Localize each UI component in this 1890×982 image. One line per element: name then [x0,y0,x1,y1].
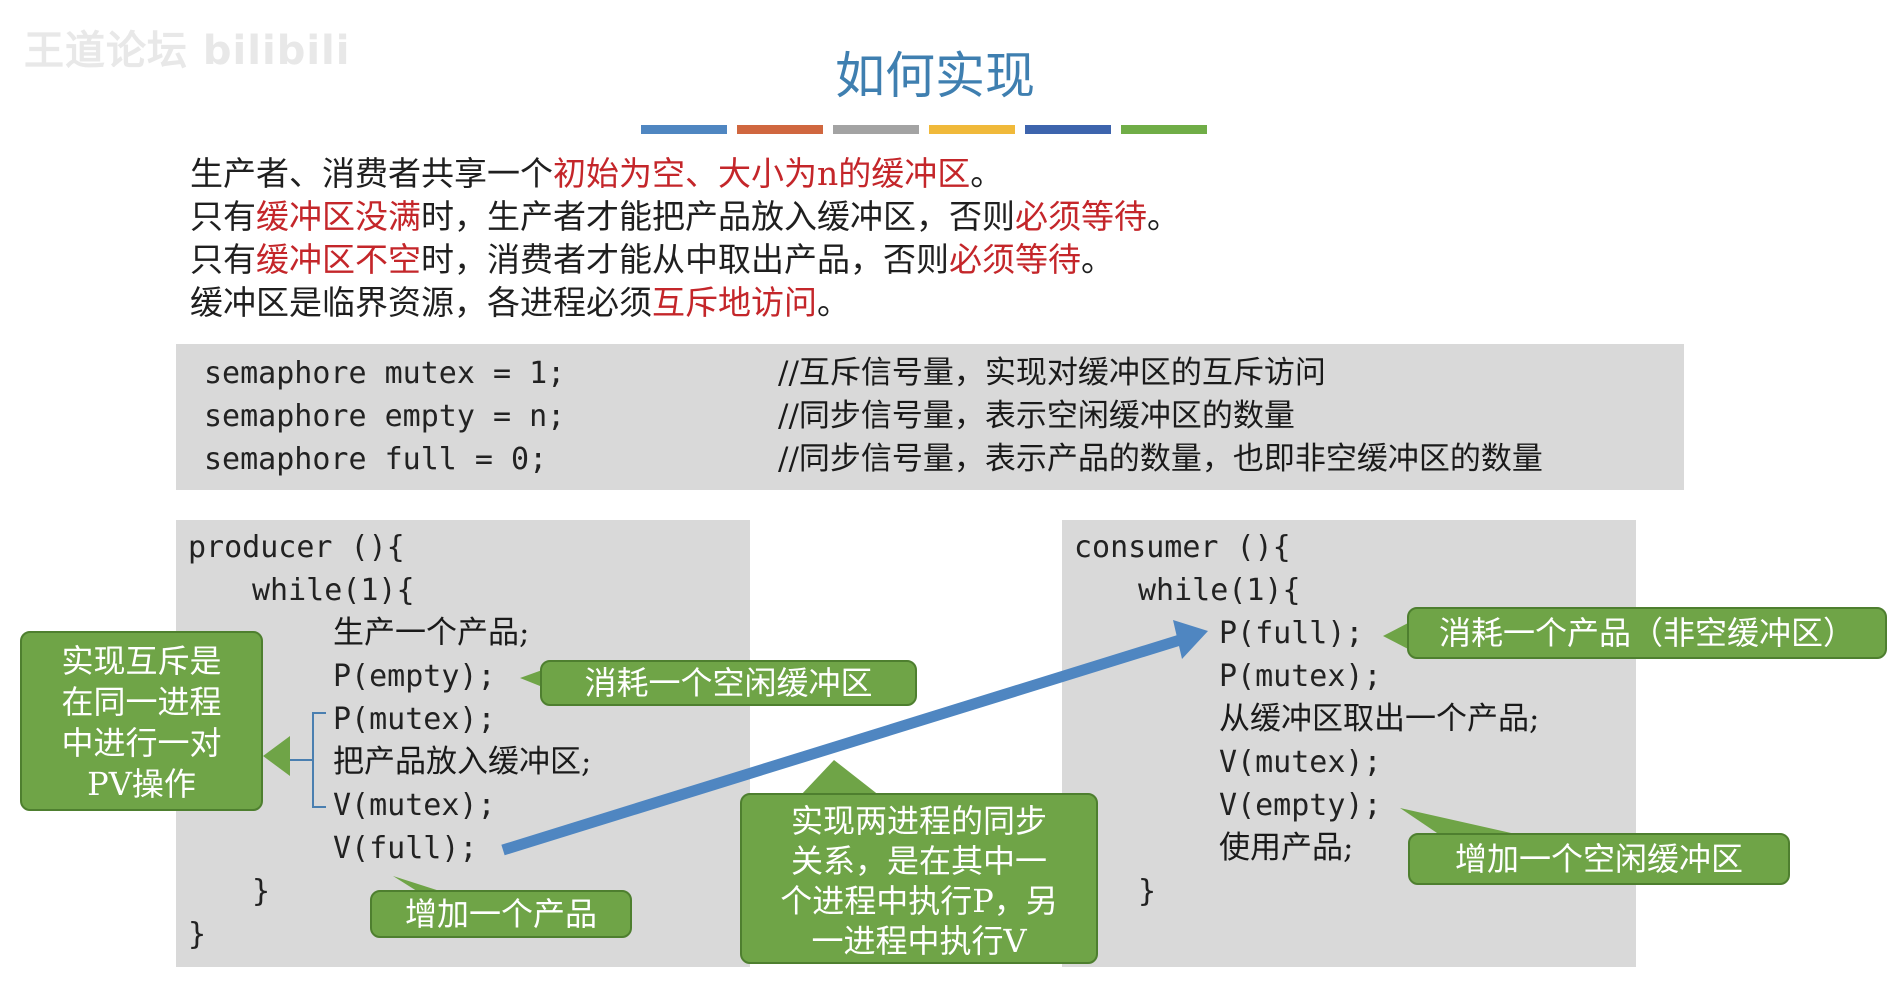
highlight: 缓冲区没满 [256,197,421,236]
page-title: 如何实现 [835,47,1035,105]
consumer-close: } [1138,874,1157,909]
intro-line-2: 只有缓冲区没满时，生产者才能把产品放入缓冲区，否则必须等待。 [190,195,1180,238]
callout-sync: 实现两进程的同步 关系，是在其中一 个进程中执行P，另 一进程中执行V [740,793,1098,964]
color-bar [641,125,727,134]
intro-line-1: 生产者、消费者共享一个初始为空、大小为n的缓冲区。 [190,152,1180,195]
callout-text: 中进行一对 [61,724,222,762]
consumer-line: P(full); [1219,616,1364,651]
color-bar [737,125,823,134]
producer-line: P(mutex); [333,702,496,737]
color-bar [929,125,1015,134]
consumer-line: 从缓冲区取出一个产品; [1219,701,1540,737]
consumer-line: V(empty); [1219,788,1382,823]
text: 只有 [190,197,256,236]
code-comment: //同步信号量，表示空闲缓冲区的数量 [778,398,1295,434]
code-text: semaphore mutex = 1; [204,356,566,391]
producer-close: } [252,874,271,909]
producer-line: V(mutex); [333,788,496,823]
callout-consume-empty: 消耗一个空闲缓冲区 [540,660,917,706]
consumer-line: P(mutex); [1219,659,1382,694]
color-bar [1121,125,1207,134]
intro-line-4: 缓冲区是临界资源，各进程必须互斥地访问。 [190,281,1180,324]
consumer-line: V(mutex); [1219,745,1382,780]
text: 。 [1147,197,1180,236]
callout-mutex-pair: 实现互斥是 在同一进程 中进行一对 PV操作 [20,631,263,811]
producer-line: V(full); [333,831,478,866]
code-text: semaphore empty = n; [204,399,566,434]
callout-add-empty: 增加一个空闲缓冲区 [1408,833,1790,885]
consumer-while: while(1){ [1138,573,1301,608]
callout-text: 一进程中执行V [811,922,1027,960]
code-text: semaphore full = 0; [204,442,548,477]
highlight: 互斥地访问 [652,283,817,322]
watermark: 王道论坛 bilibili [24,28,351,74]
text: 。 [817,283,850,322]
text: 缓冲区是临界资源，各进程必须 [190,283,652,322]
consumer-line: 使用产品; [1219,830,1354,866]
callout-add-product: 增加一个产品 [370,890,632,938]
semaphore-declarations: semaphore mutex = 1; //互斥信号量，实现对缓冲区的互斥访问… [176,344,1684,490]
callout-text: 在同一进程 [61,683,222,721]
callout-consume-product: 消耗一个产品（非空缓冲区） [1407,607,1887,659]
producer-close: } [188,917,207,952]
consumer-header: consumer (){ [1074,530,1291,565]
code-comment: //互斥信号量，实现对缓冲区的互斥访问 [778,355,1326,391]
callout-tail [800,760,880,796]
intro-line-3: 只有缓冲区不空时，消费者才能从中取出产品，否则必须等待。 [190,238,1180,281]
callout-text: 实现互斥是 [61,642,222,680]
text: 时，消费者才能从中取出产品，否则 [421,240,949,279]
text: 时，生产者才能把产品放入缓冲区，否则 [421,197,1015,236]
color-bars [641,125,1207,134]
intro-text: 生产者、消费者共享一个初始为空、大小为n的缓冲区。 只有缓冲区没满时，生产者才能… [190,152,1180,324]
producer-line: P(empty); [333,659,496,694]
highlight: 必须等待 [1015,197,1147,236]
callout-text: PV操作 [87,765,196,803]
code-comment: //同步信号量，表示产品的数量，也即非空缓冲区的数量 [778,441,1543,477]
producer-line: 生产一个产品; [333,615,530,651]
text: 只有 [190,240,256,279]
highlight: 必须等待 [949,240,1081,279]
callout-text: 实现两进程的同步 [790,802,1047,840]
producer-header: producer (){ [188,530,405,565]
consumer-code-panel: consumer (){ while(1){ P(full); P(mutex)… [1062,520,1636,967]
highlight: 初始为空、大小为n的缓冲区 [553,154,971,193]
color-bar [1025,125,1111,134]
color-bar [833,125,919,134]
text: 。 [1081,240,1114,279]
callout-text: 关系，是在其中一 [790,842,1047,880]
highlight: 缓冲区不空 [256,240,421,279]
text: 生产者、消费者共享一个 [190,154,553,193]
producer-line: 把产品放入缓冲区; [333,744,592,780]
producer-while: while(1){ [252,573,415,608]
callout-text: 个进程中执行P，另 [780,882,1058,920]
text: 。 [970,154,1004,193]
